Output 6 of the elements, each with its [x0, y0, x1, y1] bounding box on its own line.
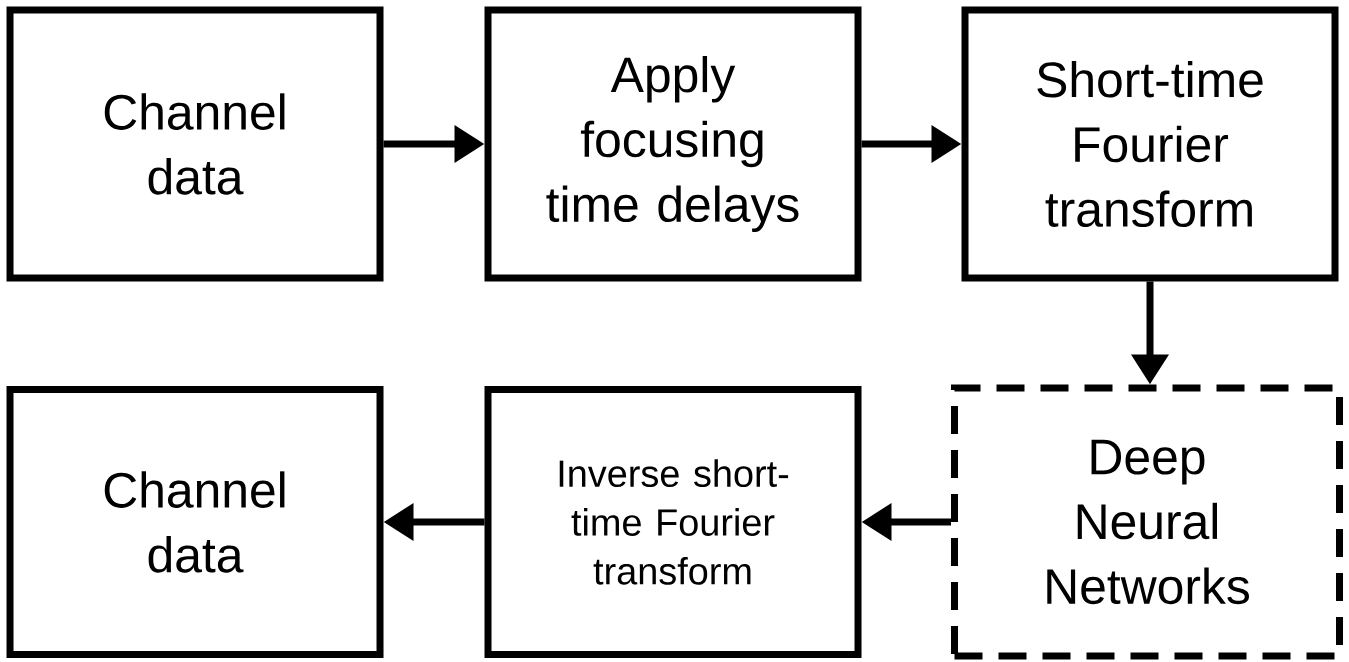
process-box: Inverse short-time Fourier transform	[484, 386, 862, 658]
process-box: Channel data	[6, 6, 384, 282]
process-box: Short-time Fourier transform	[961, 6, 1339, 282]
process-box: Channel data	[6, 386, 384, 658]
dashed-process-box: Deep Neural Networks	[951, 384, 1343, 660]
process-box: Apply focusing time delays	[484, 6, 862, 282]
